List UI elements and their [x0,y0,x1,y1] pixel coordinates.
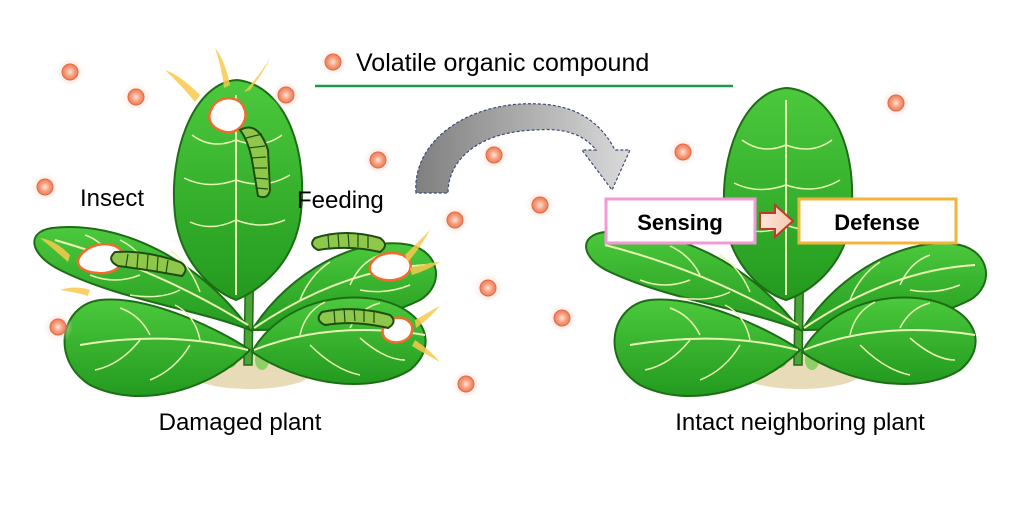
leaf-right-left-upper [585,230,803,333]
voc-particle [547,303,577,333]
sensing-to-defense-arrow [759,202,795,240]
defense-box [797,197,958,245]
voc-particle [363,145,393,175]
leaf-right-left-lower [613,298,802,397]
damaged-plant-label: Damaged plant [159,409,322,436]
voc-particle [525,190,555,220]
voc-particle [440,205,470,235]
emission-flares [40,48,440,362]
leaf-top-right [723,86,854,302]
voc-particle [668,137,698,167]
caterpillar-icon [317,307,395,330]
legend-label: Volatile organic compound [356,49,649,77]
voc-particle [43,312,73,342]
insect-label: Insect [80,185,144,212]
voc-particle [55,57,85,87]
response-flow: Sensing Defense [604,197,958,245]
voc-particle [30,172,60,202]
caterpillar-icon [311,231,386,254]
caterpillar-icon [110,250,187,278]
intact-plant [585,86,987,397]
leaf-right-right-lower [800,296,977,385]
voc-particles [30,57,911,399]
legend: Volatile organic compound [315,48,733,88]
voc-particle-icon [319,48,347,76]
leaf-top-left [173,78,304,302]
voc-particle [271,80,301,110]
voc-particle [451,369,481,399]
transfer-arrow [415,103,631,194]
sensing-box [604,197,757,245]
defense-label: Defense [834,210,920,235]
voc-particle [479,140,509,170]
caterpillar-icon [238,126,272,199]
sensing-label: Sensing [637,210,723,235]
voc-particle [473,273,503,303]
voc-particle [881,88,911,118]
damaged-plant [33,48,440,397]
voc-particle [121,82,151,112]
feeding-label: Feeding [297,187,384,214]
intact-plant-label: Intact neighboring plant [675,409,925,436]
